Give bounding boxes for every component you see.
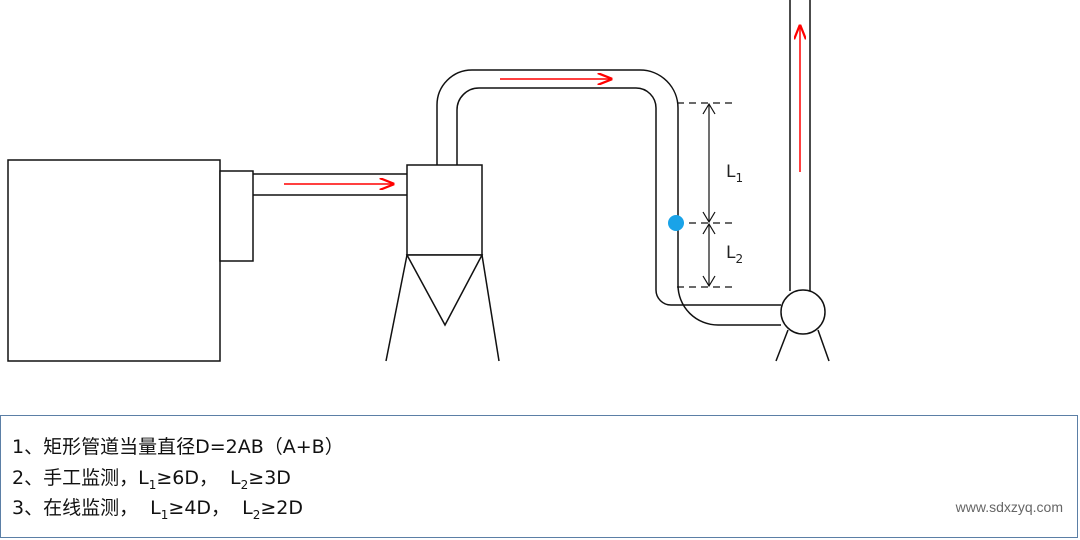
note-line-3: 3、在线监测， L1≥4D， L2≥2D [12, 497, 303, 522]
dust-collector-body [406, 164, 483, 256]
label-l1: L1 [726, 162, 743, 185]
collector-leg-right [481, 254, 500, 362]
overhead-duct-outer [436, 69, 781, 326]
dim-arrowhead-l2-bottom [702, 275, 716, 288]
collector-leg-left [385, 254, 408, 362]
sampling-point [668, 215, 684, 231]
fan-circle [780, 289, 826, 335]
flue-gas-duct-diagram: L1 L2 [7, 0, 830, 362]
fan-leg-right [817, 329, 830, 362]
note-line-2: 2、手工监测，L1≥6D， L2≥3D [12, 467, 291, 492]
boiler-outlet-flange [219, 170, 254, 262]
note-line-1: 1、矩形管道当量直径D=2AB（A+B） [12, 436, 344, 458]
watermark: www.sdxzyq.com [955, 499, 1063, 515]
boiler-box [7, 159, 221, 362]
dim-arrowhead-l1-top [702, 102, 716, 115]
dim-arrowhead-l2-top [702, 222, 716, 235]
fan-leg-left [775, 329, 789, 362]
dust-collector-hopper [405, 254, 484, 327]
label-l2: L2 [726, 243, 743, 266]
overhead-duct-inner [456, 87, 781, 306]
notes-panel: 1、矩形管道当量直径D=2AB（A+B） 2、手工监测，L1≥6D， L2≥3D… [0, 415, 1078, 538]
dim-arrowhead-l1-bottom [702, 211, 716, 224]
